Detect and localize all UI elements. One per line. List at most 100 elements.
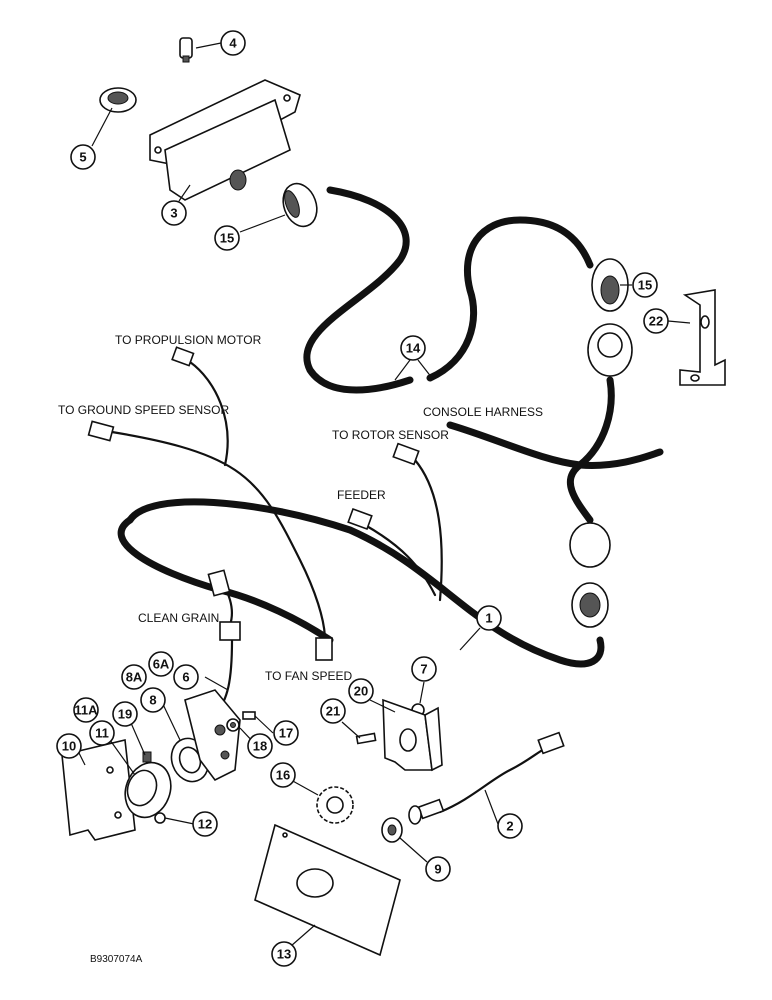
callout-16: 16 (270, 762, 296, 788)
callout-8a: 8A (121, 664, 147, 690)
label-fan-speed: TO FAN SPEED (265, 669, 352, 683)
bolt-part-21 (355, 732, 377, 745)
svg-text:21: 21 (326, 704, 340, 719)
connector-part-2-end (537, 731, 565, 755)
svg-text:5: 5 (79, 150, 86, 165)
feeder-wire (363, 523, 437, 597)
svg-text:6: 6 (182, 670, 189, 685)
bearing-part-11 (124, 761, 172, 819)
svg-text:22: 22 (649, 314, 663, 329)
svg-text:20: 20 (354, 684, 368, 699)
callout-15-upper: 15 (214, 225, 240, 251)
connector-mating-plug (587, 323, 633, 377)
connector-rotor-sensor (392, 442, 420, 466)
svg-text:11: 11 (95, 726, 109, 741)
label-propulsion-motor: TO PROPULSION MOTOR (115, 333, 262, 347)
label-rotor-sensor: TO ROTOR SENSOR (332, 428, 449, 442)
svg-text:9: 9 (434, 862, 441, 877)
svg-text:6A: 6A (153, 657, 170, 672)
main-harness-cable (126, 498, 605, 668)
svg-text:8A: 8A (126, 670, 143, 685)
callout-22: 22 (643, 308, 669, 334)
callout-6a: 6A (148, 651, 174, 677)
control-module-part-3 (149, 79, 301, 201)
svg-text:2: 2 (506, 819, 513, 834)
connector-clean-grain (207, 569, 241, 641)
callout-8: 8 (140, 687, 166, 713)
callout-17: 17 (273, 720, 299, 746)
callout-21: 21 (320, 698, 346, 724)
drawing-code: B9307074A (90, 954, 143, 965)
callout-9: 9 (425, 856, 451, 882)
bracket-part-22 (679, 289, 726, 386)
svg-text:15: 15 (220, 231, 234, 246)
svg-text:7: 7 (420, 662, 427, 677)
callout-4: 4 (220, 30, 246, 56)
svg-text:11A: 11A (74, 703, 98, 718)
label-clean-grain: CLEAN GRAIN (138, 611, 219, 625)
part-2-cable (438, 744, 552, 814)
setscrew-part-19 (142, 751, 152, 763)
callout-13: 13 (271, 941, 297, 967)
propulsion-motor-wire (188, 360, 229, 467)
upper-harness-cable (303, 186, 414, 394)
callout-5: 5 (70, 144, 96, 170)
console-harness-cable (446, 421, 664, 469)
callout-1: 1 (476, 605, 502, 631)
label-ground-speed-sensor: TO GROUND SPEED SENSOR (58, 403, 229, 417)
svg-text:1: 1 (485, 611, 492, 626)
svg-text:8: 8 (149, 693, 156, 708)
label-console-harness: CONSOLE HARNESS (423, 405, 543, 419)
connector-part-15-upper (282, 182, 318, 228)
svg-text:10: 10 (62, 739, 76, 754)
nut-part-18 (226, 718, 240, 732)
label-feeder: FEEDER (337, 488, 386, 502)
rotor-sensor-wire (413, 458, 443, 602)
upper-harness-cable-right (426, 216, 594, 382)
cover-plate-part-13 (254, 823, 401, 957)
plate-part-10 (61, 739, 136, 841)
sensor-part-2 (408, 798, 445, 825)
connector-main-harness-end (569, 522, 611, 628)
ground-speed-wire (110, 430, 327, 642)
nut-part-9 (381, 817, 403, 843)
connector-ground-speed-sensor (87, 420, 115, 442)
callout-2: 2 (497, 813, 523, 839)
sensor-bracket-part-6 (184, 689, 241, 782)
console-riser-cable (566, 376, 615, 524)
callout-6: 6 (173, 664, 199, 690)
connector-part-4 (179, 37, 193, 63)
bracket-part-20 (382, 698, 443, 772)
svg-text:18: 18 (253, 739, 267, 754)
callout-7: 7 (411, 656, 437, 682)
callout-14: 14 (400, 335, 426, 361)
callout-18: 18 (247, 733, 273, 759)
svg-text:19: 19 (118, 707, 132, 722)
svg-text:12: 12 (198, 817, 212, 832)
callout-11: 11 (89, 720, 115, 746)
sprocket-part-16 (316, 786, 354, 824)
connector-part-15-right (591, 258, 629, 312)
svg-text:14: 14 (406, 341, 421, 356)
callout-3: 3 (161, 200, 187, 226)
grommet-part-5 (99, 87, 137, 113)
svg-text:16: 16 (276, 768, 290, 783)
callout-20: 20 (348, 678, 374, 704)
connector-feeder (347, 507, 373, 531)
screw-part-12 (154, 812, 166, 824)
callout-19: 19 (112, 701, 138, 727)
connector-propulsion-motor (171, 346, 195, 367)
connector-fan-speed (315, 637, 333, 661)
callout-15-right: 15 (632, 272, 658, 298)
callout-10: 10 (56, 733, 82, 759)
svg-text:15: 15 (638, 278, 652, 293)
callout-12: 12 (192, 811, 218, 837)
callout-11a: 11A (73, 697, 99, 723)
svg-text:4: 4 (229, 36, 237, 51)
svg-text:17: 17 (279, 726, 293, 741)
bolt-part-17 (242, 711, 256, 720)
svg-text:3: 3 (170, 206, 177, 221)
svg-text:13: 13 (277, 947, 291, 962)
